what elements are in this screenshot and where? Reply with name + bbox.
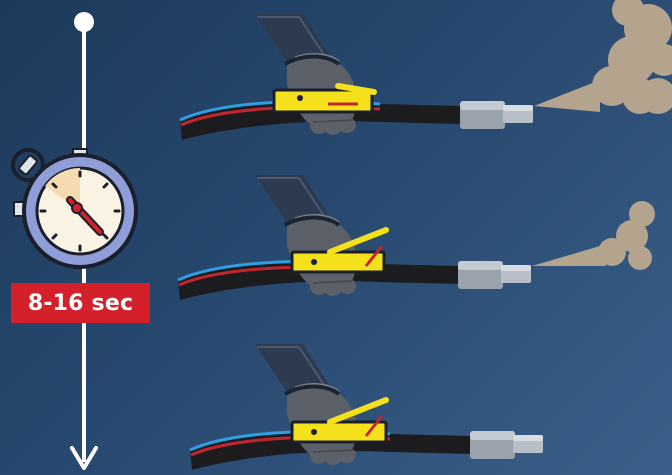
- spray-cloud-small: [532, 201, 655, 270]
- spray-gun-full-pressure: [180, 0, 672, 140]
- timeline-start-dot: [74, 12, 94, 32]
- spray-cloud-large: [534, 0, 672, 114]
- stopwatch-icon: [13, 149, 136, 267]
- spray-gun-partial-pressure: [178, 175, 655, 300]
- duration-badge: 8-16 sec: [11, 283, 150, 323]
- spray-gun-released: [190, 344, 543, 470]
- trigger-icon: [274, 86, 374, 112]
